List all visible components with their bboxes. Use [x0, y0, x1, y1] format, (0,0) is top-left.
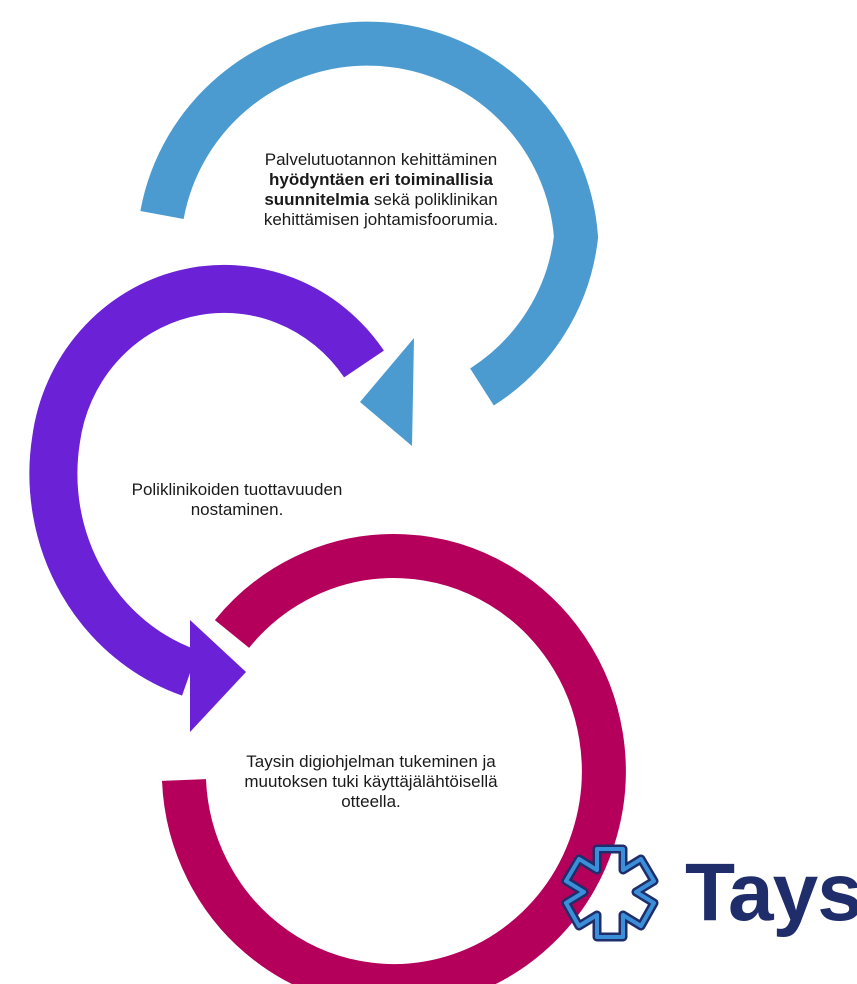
step-3-text: Taysin digiohjelman tukeminen ja muutoks…	[244, 752, 498, 811]
step-1-text-before: Palvelutuotannon kehittäminen	[264, 150, 498, 169]
arrow-1-ring	[140, 21, 599, 406]
tays-logo-icon	[561, 844, 659, 942]
arrow-1-head	[360, 338, 414, 446]
arrow-2-ring	[29, 264, 384, 696]
tays-logo-text: Tays	[685, 847, 857, 938]
arrow-3	[162, 534, 626, 984]
step-1-text-bold: hyödyntäen eri toiminallisia suunnitelmi…	[264, 170, 493, 209]
step-1-text-after: sekä poliklinikan kehittämisen johtamisf…	[263, 190, 499, 229]
arrow-2-head	[190, 620, 246, 732]
arrow-2	[29, 264, 384, 732]
step-2-text: Poliklinikoiden tuottavuuden nostaminen.	[131, 480, 343, 519]
step-1-text: Palvelutuotannon kehittäminen hyödyntäen…	[236, 150, 526, 230]
arrow-1	[140, 21, 599, 446]
arrow-3-ring	[162, 534, 626, 984]
